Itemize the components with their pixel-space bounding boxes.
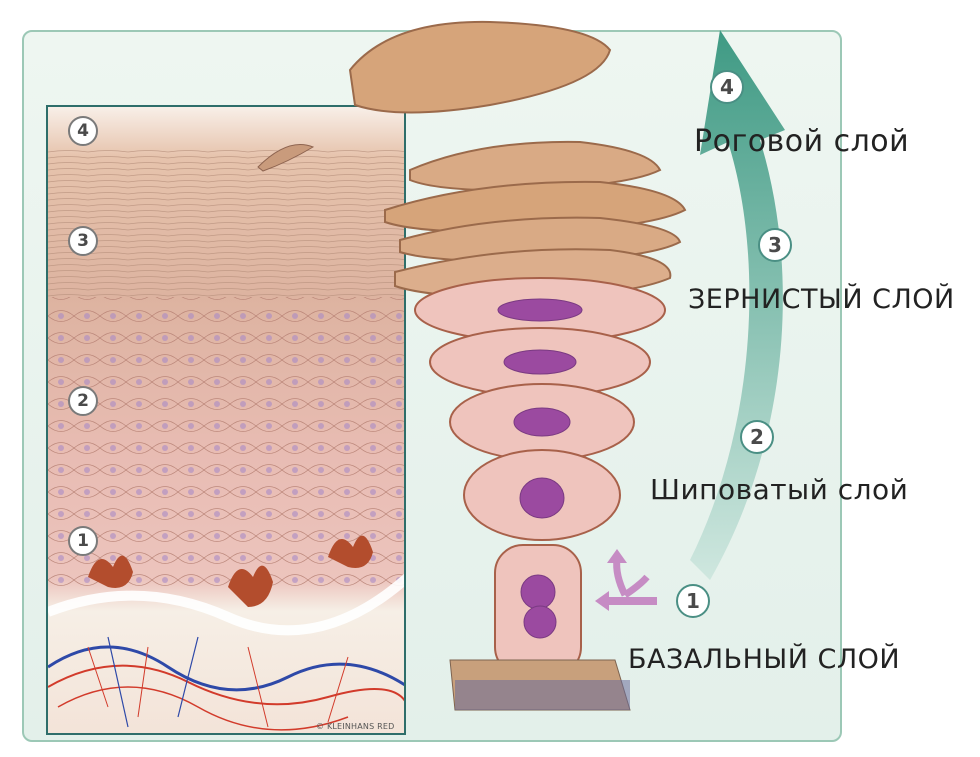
basal-division-arrow bbox=[585, 545, 665, 615]
layer-number-3: 3 bbox=[758, 228, 792, 262]
layer-label-corneum: Роговой слой bbox=[694, 124, 909, 159]
layer-number-2: 2 bbox=[740, 420, 774, 454]
layer-label-spinous: Шиповатый слой bbox=[650, 473, 908, 506]
layer-label-basal: БАЗАЛЬНЫЙ СЛОЙ bbox=[628, 644, 900, 675]
layer-label-granular: ЗЕРНИСТЫЙ СЛОЙ bbox=[688, 284, 955, 315]
layer-number-1: 1 bbox=[676, 584, 710, 618]
keratinocyte-stack bbox=[330, 10, 700, 730]
section-marker-3: 3 bbox=[68, 226, 98, 256]
section-marker-2: 2 bbox=[68, 386, 98, 416]
section-marker-1: 1 bbox=[68, 526, 98, 556]
section-marker-4: 4 bbox=[68, 116, 98, 146]
layer-number-4: 4 bbox=[710, 70, 744, 104]
